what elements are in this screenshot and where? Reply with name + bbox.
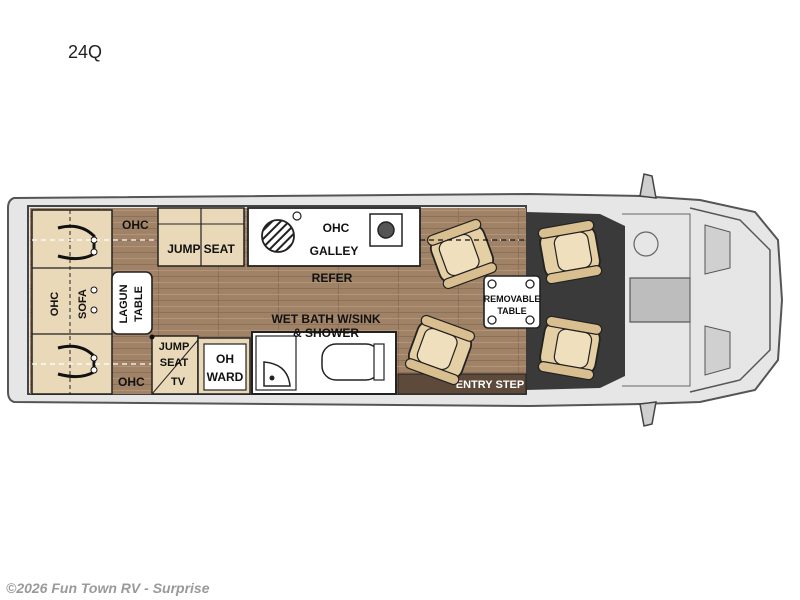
removable-table: REMOVABLE TABLE [483, 275, 541, 329]
wet-bath-label-a: WET BATH W/SINK [271, 312, 380, 326]
lagun-label-b: TABLE [133, 286, 145, 322]
ohc-top-label: OHC [122, 218, 149, 232]
ohc-sofa-label-a: OHC [49, 292, 61, 317]
wet-bath: WET BATH W/SINK & SHOWER [251, 312, 397, 395]
tv-label: TV [171, 376, 186, 388]
jump-seat-top: JUMP SEAT [157, 207, 245, 267]
jump-seat-label-b: SEAT [160, 357, 189, 369]
removable-label-a: REMOVABLE [484, 294, 541, 304]
removable-label-b: TABLE [497, 306, 526, 316]
refer-label: REFER [312, 271, 353, 285]
entry-step: ENTRY STEP [397, 373, 527, 395]
lagun-label-a: LAGUN [118, 284, 130, 323]
mirror-top [639, 173, 657, 199]
rear-sofa: OHC SOFA [31, 209, 113, 395]
chair-rear-bottom [404, 314, 476, 386]
jump-seat-top-label: JUMP SEAT [167, 242, 235, 256]
mirror-bottom [639, 401, 657, 427]
galley: OHC GALLEY [247, 207, 421, 267]
cooktop-icon [261, 219, 295, 253]
oh-ward-label-b: WARD [207, 370, 244, 384]
ohc-sofa-label-b: SOFA [77, 289, 89, 319]
oh-wardrobe: OH WARD [197, 337, 251, 395]
watermark: ©2026 Fun Town RV - Surprise [6, 580, 210, 596]
toilet-icon [321, 343, 381, 381]
chair-driver [537, 219, 603, 285]
ohc-galley-label-b: GALLEY [310, 244, 359, 258]
wet-bath-label-b: & SHOWER [293, 326, 359, 340]
jump-seat-label-a: JUMP [159, 341, 190, 353]
chair-passenger [537, 315, 603, 381]
ohc-galley-label-a: OHC [323, 221, 350, 235]
oh-ward-label-a: OH [216, 352, 234, 366]
lagun-table: LAGUN TABLE [111, 271, 153, 335]
entry-step-label: ENTRY STEP [456, 379, 524, 391]
jump-seat-bottom: JUMP SEAT TV [149, 334, 199, 395]
model-name: 24Q [68, 42, 103, 62]
ohc-bottom-label: OHC [118, 375, 145, 389]
